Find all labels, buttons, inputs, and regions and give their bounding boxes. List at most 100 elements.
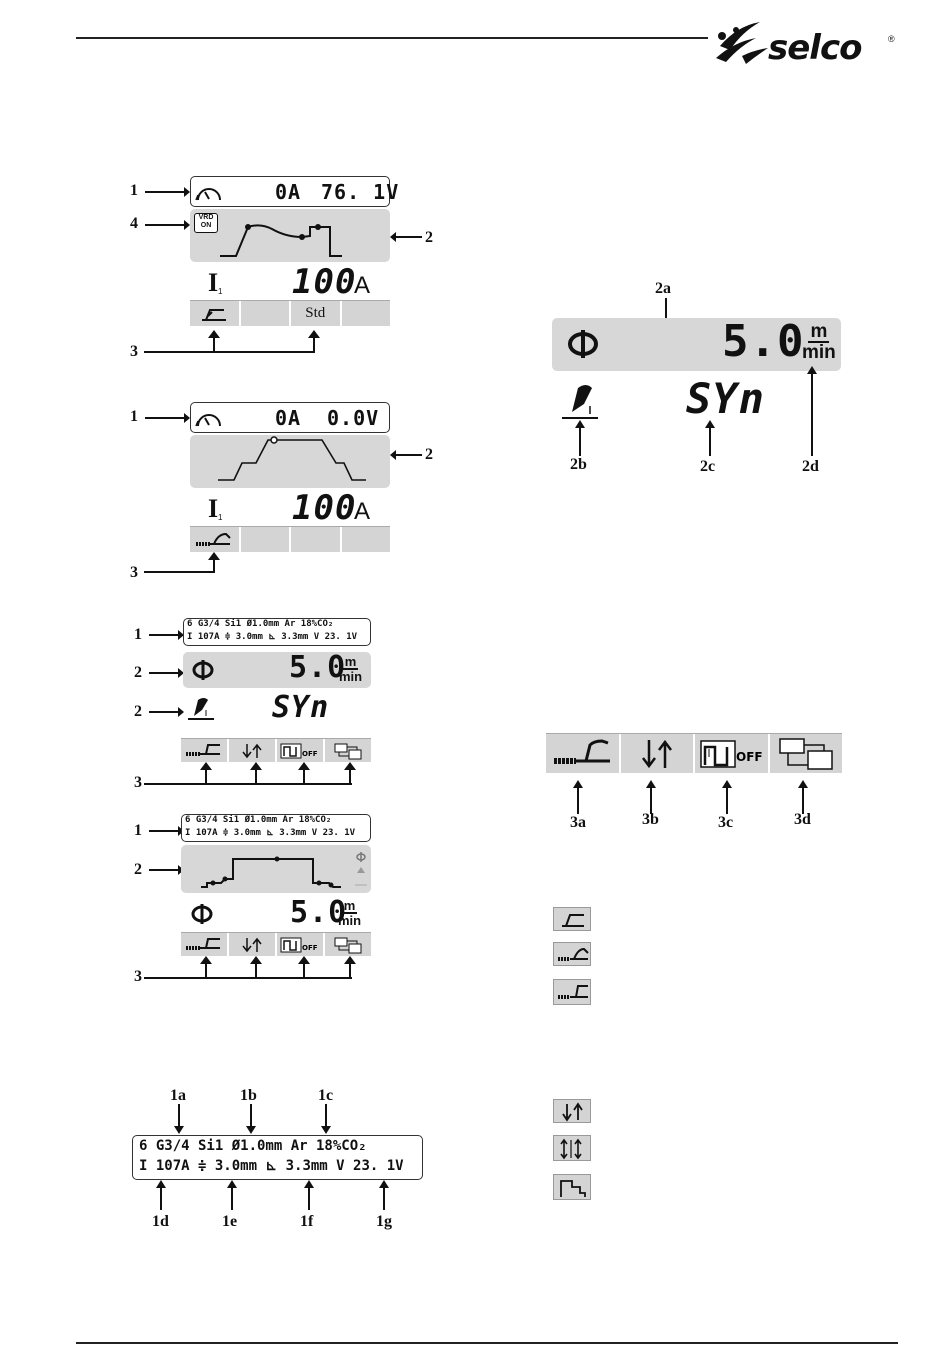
arrow-down-icon [321, 1104, 331, 1134]
callout-3a: 3a [570, 814, 586, 831]
callout-3: 3 [134, 774, 142, 791]
callout-3d: 3d [794, 811, 811, 828]
pulse-curve [218, 436, 366, 481]
synergy-line-1: 6 G3/4 Si1 Ø1.0mm Ar 18%CO₂ [139, 1138, 367, 1154]
tab-process[interactable] [546, 734, 621, 773]
tab-double-pulse[interactable]: OFF [277, 933, 325, 956]
arrow-up-icon [807, 366, 817, 456]
arrow-right-icon [145, 413, 190, 423]
legend-2t-icon-box [553, 1099, 591, 1123]
arrow-right-icon [145, 187, 190, 197]
synergy-info-bar: 6 G3/4 Si1 Ø1.0mm Ar 18%CO₂ I 107A ≑ 3.0… [181, 814, 371, 842]
tab-empty[interactable] [241, 301, 291, 326]
arrow-up-icon [705, 420, 715, 456]
mig-torch-icon [558, 985, 588, 999]
callout-1b: 1b [240, 1087, 257, 1104]
arrow-left-icon [390, 232, 422, 242]
legend-4t-icon-box [553, 1135, 591, 1161]
tab-empty[interactable] [342, 301, 391, 326]
tab-empty[interactable] [241, 527, 291, 552]
tab-program[interactable] [770, 734, 843, 773]
tab-process[interactable] [190, 301, 241, 326]
tab-std[interactable]: Std [291, 301, 342, 326]
tab-program[interactable] [325, 933, 371, 956]
function-tabs: OFF [181, 738, 371, 762]
function-tabs: Std [190, 300, 390, 326]
function-tabs [190, 526, 390, 552]
arrow-right-icon [149, 668, 184, 678]
arrow-up-icon [156, 1180, 166, 1210]
arrow-down-icon [174, 1104, 184, 1134]
logo-text: selco [768, 28, 862, 68]
legend-mig-icon-box [553, 979, 591, 1005]
registered-mark: ® [888, 34, 895, 44]
callout-3-leader [144, 330, 320, 353]
wire-feed-icon [568, 330, 598, 358]
welding-curve-graph: VRD ON [190, 209, 390, 262]
function-tabs: OFF [181, 932, 371, 956]
tab-process[interactable] [181, 739, 229, 762]
callout-2b: 2b [570, 456, 587, 473]
program-cycle-icon [334, 743, 362, 759]
param-value: 100 [292, 488, 357, 528]
callout-1d: 1d [152, 1213, 169, 1230]
callout-2: 2 [134, 861, 142, 878]
wire-feed-icon [191, 904, 213, 924]
param-subscript: 1 [218, 513, 223, 522]
tab-double-pulse[interactable]: OFF [277, 739, 325, 762]
trigger-4t-icon [560, 1138, 582, 1160]
arrow-up-icon [304, 1180, 314, 1210]
syn-value: SYn [272, 690, 330, 725]
tab-process[interactable] [181, 933, 229, 956]
tab-trigger-mode[interactable] [621, 734, 695, 773]
footer-rule [76, 1342, 898, 1344]
synergy-line-2: I 107A ≑ 3.0mm ⊾ 3.3mm V 23. 1V [139, 1158, 404, 1174]
param-subscript: 1 [218, 287, 223, 296]
callout-1: 1 [134, 822, 142, 839]
legend-mma-icon-box [553, 907, 591, 931]
wire-speed-row-large: 5.0 m min [552, 316, 841, 371]
vrd-badge: VRD ON [194, 213, 218, 233]
tab-empty[interactable] [291, 527, 342, 552]
callout-2c: 2c [700, 458, 716, 475]
selco-logo-mark [716, 22, 768, 64]
arrow-right-icon [149, 707, 184, 717]
double-pulse-off-icon: OFF [280, 937, 318, 952]
callout-1: 1 [134, 626, 142, 643]
welding-curve-graph [181, 845, 371, 893]
tab-trigger-mode[interactable] [229, 933, 277, 956]
callout-2a: 2a [655, 280, 671, 297]
callout-3-leader [144, 762, 356, 785]
mig-torch-icon [186, 743, 220, 756]
welding-curve-graph [190, 435, 390, 488]
double-pulse-off-icon: OFF [700, 739, 763, 768]
mma-torch-icon [562, 914, 584, 927]
synergy-line-2: I 107A ≑ 3.0mm ⊾ 3.3mm V 23. 1V [185, 828, 356, 838]
crater-filler-icon [560, 1180, 586, 1197]
synergy-line-1: 6 G3/4 Si1 Ø1.0mm Ar 18%CO₂ [185, 815, 332, 825]
arrow-right-icon [145, 220, 190, 230]
callout-3b: 3b [642, 811, 659, 828]
status-bar: 0A 76. 1V [190, 176, 398, 207]
torch-height-icon [188, 698, 214, 720]
wire-speed-row: 5.0 m min [183, 650, 371, 688]
callout-4: 4 [130, 215, 138, 232]
tab-program[interactable] [325, 739, 371, 762]
tab-empty[interactable] [342, 527, 391, 552]
trigger-2t-icon [562, 1102, 583, 1122]
function-tabs-large: OFF [546, 733, 842, 773]
callout-2: 2 [134, 703, 142, 720]
tab-trigger-mode[interactable] [229, 739, 277, 762]
program-cycle-icon [779, 737, 833, 770]
wire-feed-icon [192, 660, 214, 680]
tab-process[interactable] [190, 527, 241, 552]
wire-speed-unit: m min [802, 321, 836, 363]
pulse-curve [220, 224, 342, 257]
trigger-2t-icon [242, 743, 262, 758]
param-unit: A [354, 498, 371, 525]
arrow-up-icon [227, 1180, 237, 1210]
callout-3-leader [144, 956, 356, 979]
wire-speed-value: 5.0 [722, 316, 805, 367]
arrow-up-icon [575, 420, 585, 456]
tab-double-pulse[interactable]: OFF [695, 734, 770, 773]
